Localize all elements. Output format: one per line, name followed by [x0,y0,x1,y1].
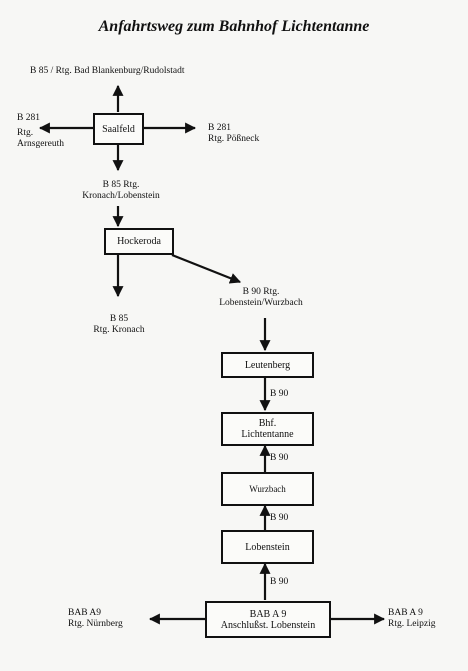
label-bab-west: BAB A9 Rtg. Nürnberg [68,608,123,629]
node-wurzbach: Wurzbach [221,472,314,506]
label-east: B 281 Rtg. Pößneck [208,123,260,144]
label-bab-east: BAB A 9 Rtg. Leipzig [388,608,436,629]
label-edge-lobenstein-wurzbach: B 90 [270,513,289,523]
label-kronach: B 85 Rtg. Kronach [93,314,145,335]
label-west: B 281 Rtg. Arnsgereuth [17,113,64,149]
label-south: B 85 Rtg. Kronach/Lobenstein [82,180,160,201]
label-edge-bab-lobenstein: B 90 [270,577,289,587]
node-leutenberg: Leutenberg [221,352,314,378]
label-edge-wurzbach-bhf: B 90 [270,453,289,463]
node-saalfeld: Saalfeld [93,113,144,145]
page-title: Anfahrtsweg zum Bahnhof Lichtentanne [98,18,370,35]
node-hockeroda: Hockeroda [104,228,174,255]
node-lobenstein: Lobenstein [221,530,314,564]
arrow-hockeroda-b90 [171,253,242,284]
label-edge-leutenberg-bhf: B 90 [270,389,289,399]
label-north: B 85 / Rtg. Bad Blankenburg/Rudolstadt [30,66,185,76]
label-b90-lobenstein-wurzbach: B 90 Rtg. Lobenstein/Wurzbach [219,287,303,308]
node-bab-a9-lobenstein: BAB A 9 Anschlußst. Lobenstein [205,601,331,638]
node-bhf-lichtentanne: Bhf. Lichtentanne [221,412,314,446]
